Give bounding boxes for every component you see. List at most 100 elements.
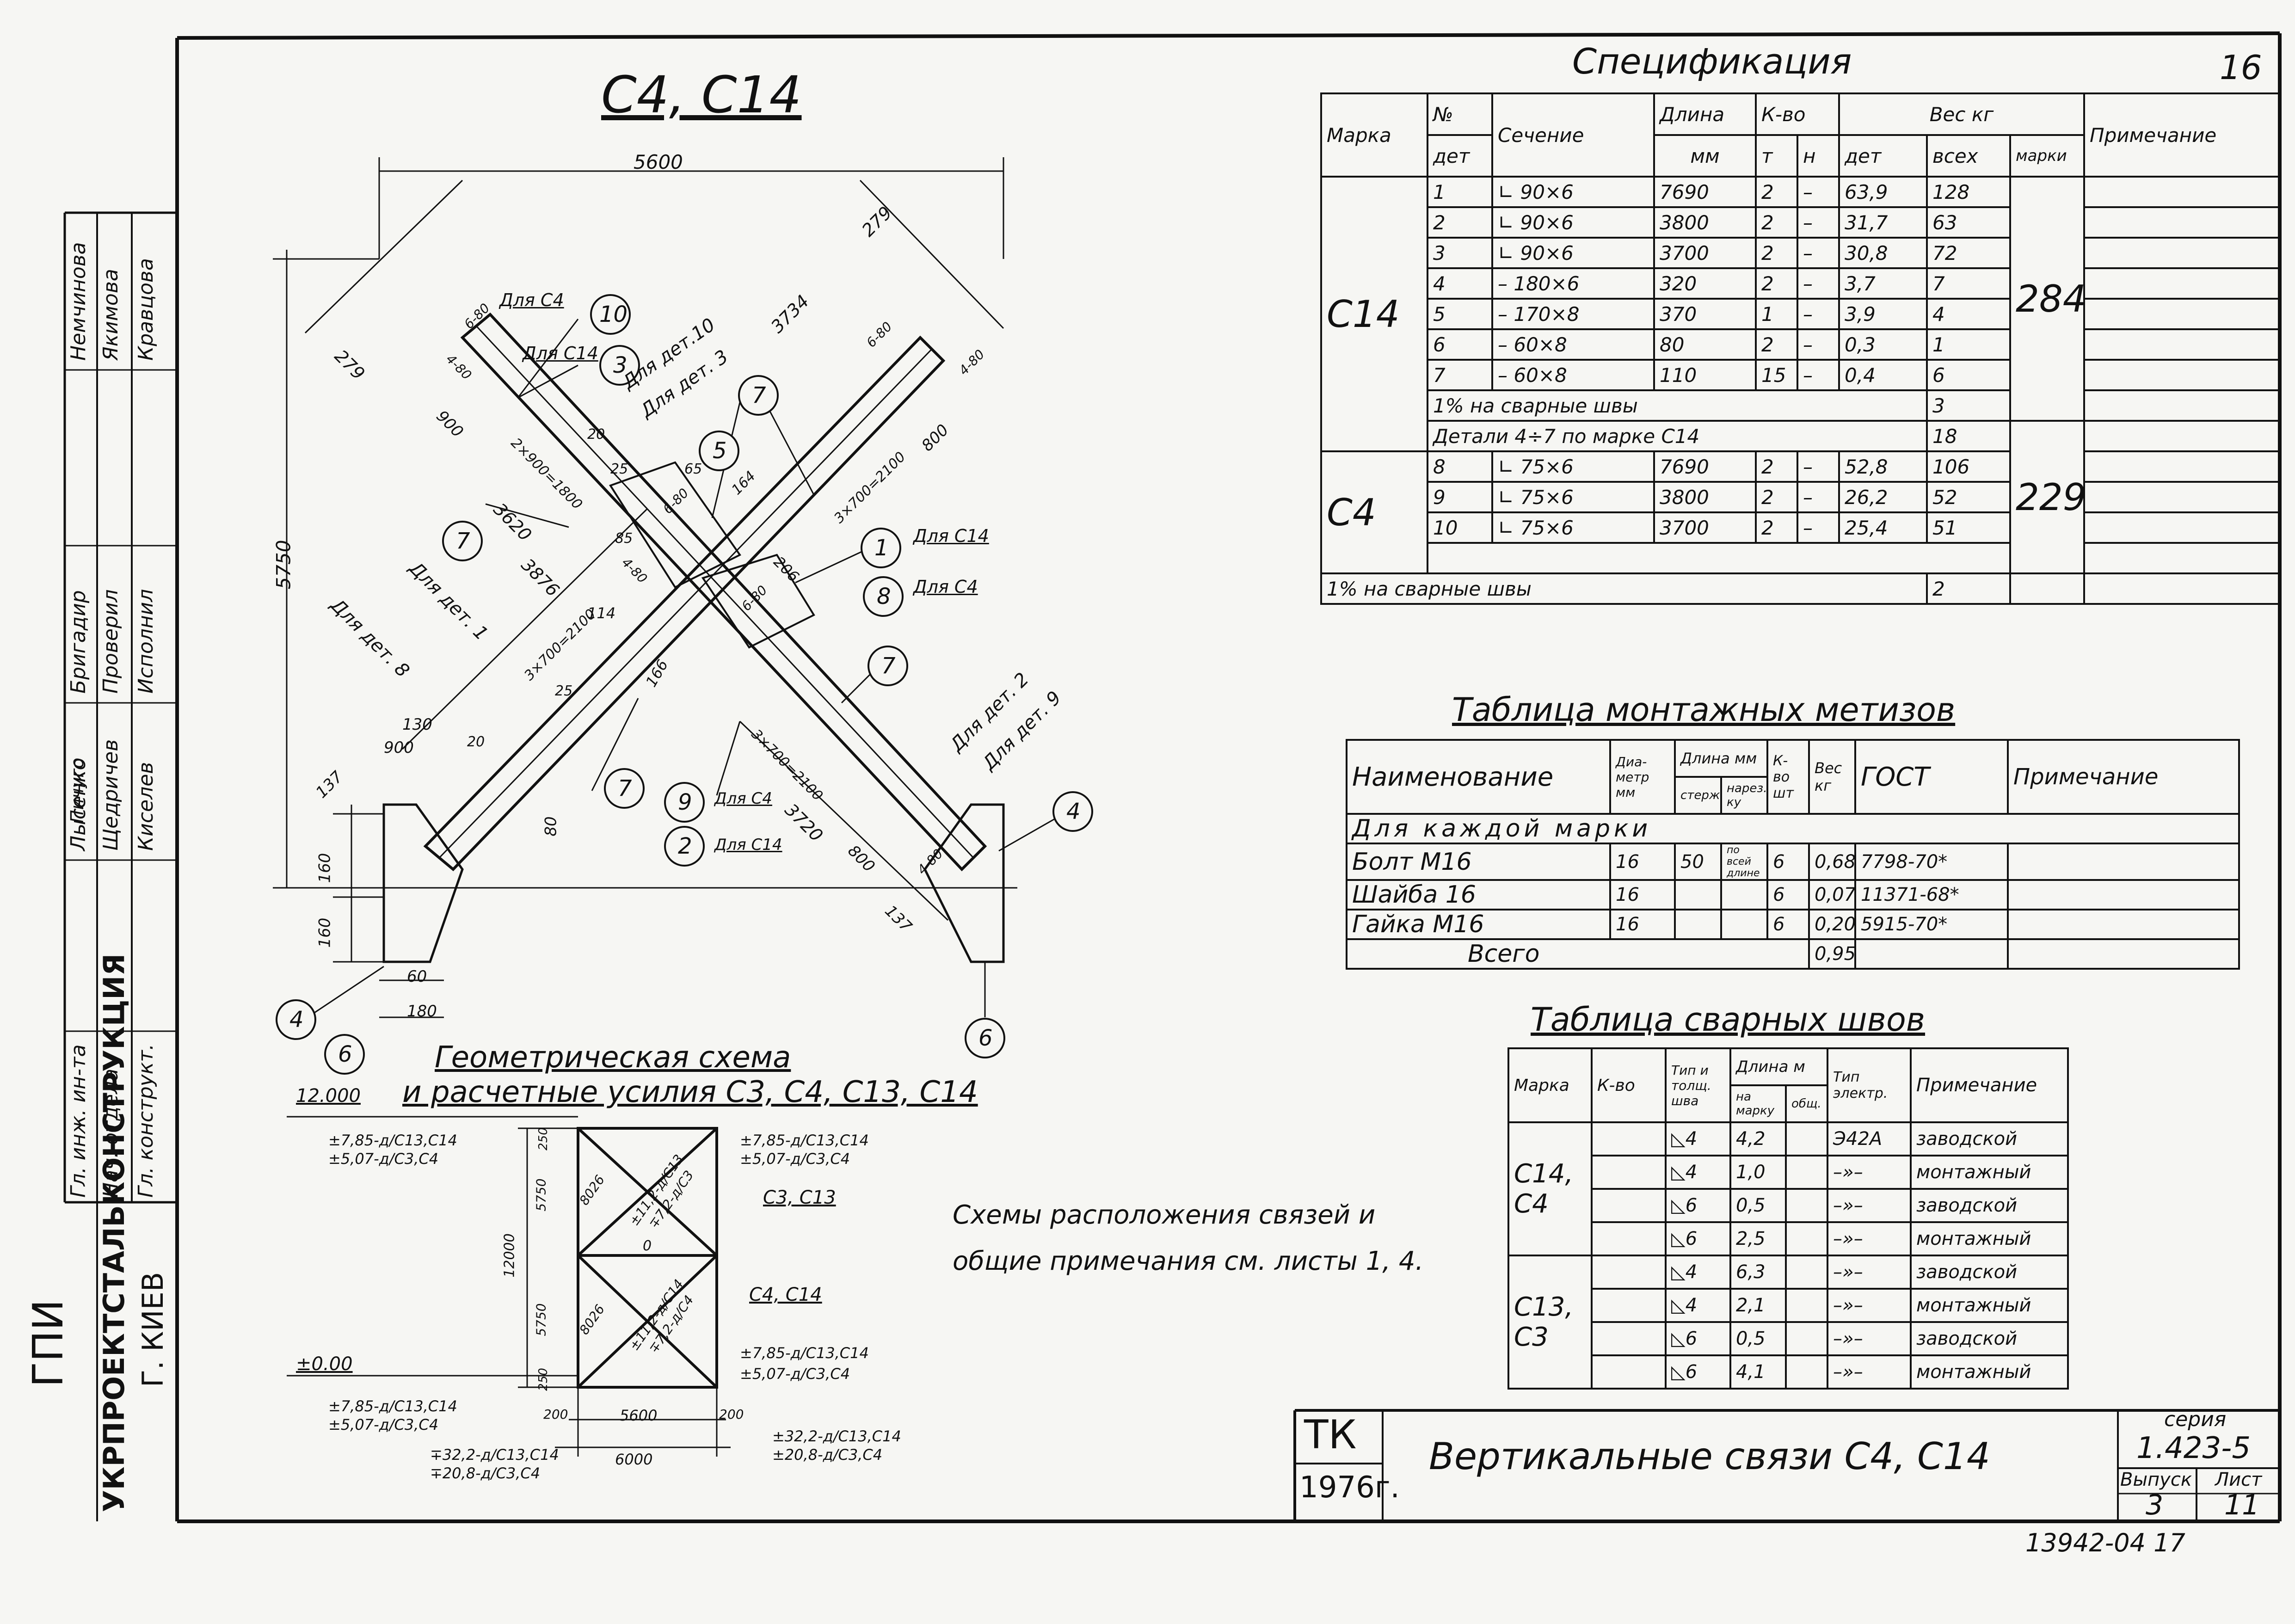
spec-h-section: Сечение [1491,92,1655,178]
general-note-2: общие примечания см. листы 1, 4. [953,1246,1424,1276]
weld-cell: –»– [1827,1288,1912,1323]
weld-cell: 2,5 [1729,1221,1787,1256]
bubble-label: 3 [613,352,628,378]
welds-table: Марка К-во Тип и толщ. шва Длина м Тип э… [1507,1047,2069,1390]
dim-20: 20 [467,734,485,750]
weld-empty-cell [1784,1255,1829,1290]
weld-empty-cell [1784,1155,1829,1190]
footer-number: 13942-04 17 [2025,1528,2185,1557]
spec-note-cell [2083,389,2282,422]
bubble-9 [664,782,705,823]
dim-5750: 5750 [272,540,295,590]
weld-cell: ◺6 [1665,1188,1731,1223]
bubble-7-d [604,768,645,809]
bubble-label: 7 [752,382,766,408]
force-label: ±20,8-д/С3,С4 [772,1446,883,1464]
bubble-7-b [442,521,483,561]
note-for-c4-c: Для С4 [714,789,772,808]
hw-h-thread: нарез. ку [1720,776,1769,815]
hw-cell: по всей длине [1720,843,1769,881]
weld-qty-cell [1591,1354,1667,1390]
year-label: 1976г. [1299,1470,1400,1505]
geo-dim: 250 [536,1127,550,1150]
org-name-1: ГПИ [24,1299,73,1387]
bubble-7-a [738,375,779,416]
dim-180: 180 [407,1002,437,1021]
spec-weld-c14: 1% на сварные швы [1427,389,1928,422]
hw-note-cell [2007,879,2240,910]
hw-cell: 16 [1609,879,1676,910]
spec-cell: 2 [1755,328,1798,361]
hw-group: Для каждой марки [1345,813,2240,844]
page-number: 16 [2220,48,2262,87]
spec-cell: 52,8 [1838,450,1928,483]
spec-cell: 0,3 [1838,328,1928,361]
spec-cell: 6 [1926,359,2011,391]
spec-h-marka: Марка [1320,92,1428,178]
hw-h-rod: стерж. [1674,776,1722,815]
force-label: ∓20,8-д/С3,С4 [430,1464,541,1482]
bubble-label: 2 [678,833,692,859]
weld-cell: ◺4 [1665,1255,1731,1290]
zero-force: 0 [643,1238,652,1254]
spec-cell: 7 [1926,267,2011,300]
geo-dim: 250 [536,1368,550,1391]
hw-h-length: Длина мм [1674,739,1769,778]
spec-h-t: т [1755,134,1798,178]
spec-cell: 4 [1427,267,1493,300]
force-label: ±5,07-д/С3,С4 [740,1150,850,1168]
bubble-7-c [868,646,908,686]
weld-h-electrode: Тип электр. [1827,1047,1912,1123]
spec-cell: – [1797,328,1840,361]
spec-cell: – [1797,298,1840,330]
geo-dim: 5600 [620,1407,658,1424]
bubble-label: 6 [338,1041,352,1067]
hw-empty-cell [1854,938,2009,970]
series-label: серия [2164,1408,2227,1431]
dim-900: 900 [384,738,414,757]
issue-value: 3 [2146,1489,2164,1521]
bubble-label: 4 [1066,799,1081,824]
weld-cell: ◺6 [1665,1321,1731,1356]
bubble-label: 1 [874,535,889,561]
spec-c4-details-value: 18 [1926,420,2011,452]
sheet-label: Лист [2215,1469,2262,1490]
person-name: Якимова [99,269,123,361]
spec-cell: 3800 [1653,481,1757,513]
spec-note-cell [2083,450,2282,483]
spec-cell: – 170×8 [1491,298,1655,330]
issue-label: Выпуск [2120,1469,2192,1490]
spec-h-no: № [1427,92,1493,136]
hardware-title: Таблица монтажных метизов [1452,691,1956,729]
spec-cell: – 60×8 [1491,328,1655,361]
spec-cell: 2 [1755,176,1798,208]
dim-25: 25 [610,461,628,477]
spec-cell: ∟ 90×6 [1491,176,1655,208]
org-name-2: УКРПРОЕКТСТАЛЬКОНСТРУКЦИЯ [97,953,131,1512]
spec-cell: 3700 [1653,511,1757,544]
spec-cell: – [1797,481,1840,513]
hw-cell [1674,909,1722,940]
bubble-label: 4 [289,1007,304,1033]
spec-empty-cell [2009,572,2086,605]
weld-cell: монтажный [1910,1288,2069,1323]
spec-cell: 3,9 [1838,298,1928,330]
person-name: Кравцова [134,258,158,361]
spec-cell: 2 [1755,206,1798,239]
force-label: ±7,85-д/С13,С14 [740,1344,869,1362]
person-name: Киселев [134,762,158,851]
spec-marka-c4: С4 [1320,450,1428,574]
spec-cell: 2 [1755,481,1798,513]
spec-total-c4: 229 [2009,420,2086,574]
weld-cell: –»– [1827,1188,1912,1223]
geometry-title-2: и расчетные усилия С3, С4, С13, С14 [402,1075,978,1109]
weld-cell: –»– [1827,1354,1912,1390]
spec-cell: 2 [1755,511,1798,544]
note-for-c4-b: Для С4 [913,577,978,597]
role-label: Нач. отдела [99,1068,123,1198]
spec-cell: 1 [1926,328,2011,361]
bubble-label: 9 [678,789,692,815]
geometry-title-1: Геометрическая схема [435,1040,791,1075]
